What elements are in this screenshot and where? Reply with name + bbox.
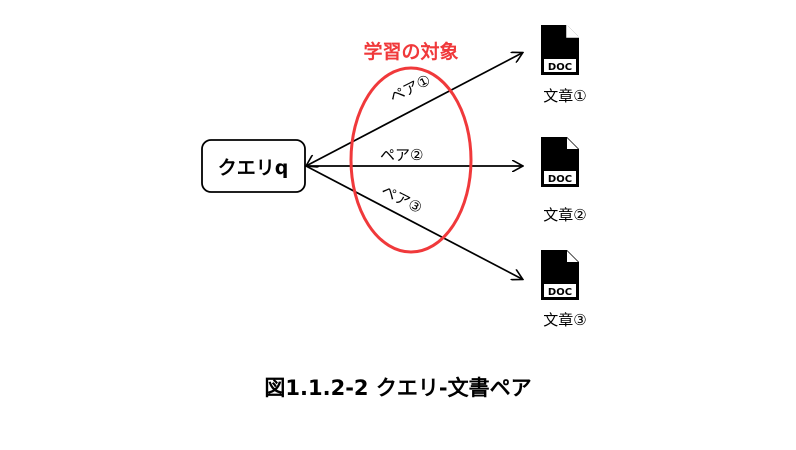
pair-label-1: ペア① <box>387 71 434 107</box>
document-icon: DOC <box>541 25 579 75</box>
pair-arrow-1 <box>306 53 522 166</box>
document-icon-text: DOC <box>548 62 572 73</box>
document-3: DOC 文章③ <box>541 250 587 329</box>
document-icon-text: DOC <box>548 287 572 298</box>
document-icon: DOC <box>541 137 579 187</box>
document-icon: DOC <box>541 250 579 300</box>
document-icon-text: DOC <box>548 174 572 185</box>
pair-label-3: ペア③ <box>378 182 425 218</box>
figure-caption: 図1.1.2-2 クエリ-文書ペア <box>264 376 532 400</box>
document-2: DOC 文章② <box>541 137 587 224</box>
pair-label-2: ペア② <box>380 146 423 164</box>
pair-arrow-3 <box>305 165 522 279</box>
document-1: DOC 文章① <box>541 25 587 105</box>
document-label-2: 文章② <box>543 206 586 224</box>
query-label: クエリq <box>218 157 289 179</box>
pair-arrows <box>306 53 522 279</box>
learning-target-label: 学習の対象 <box>363 40 458 63</box>
learning-target-highlight: 学習の対象 <box>349 40 473 254</box>
query-node: クエリq <box>201 139 306 193</box>
document-label-3: 文章③ <box>543 311 586 329</box>
document-label-1: 文章① <box>543 87 586 105</box>
